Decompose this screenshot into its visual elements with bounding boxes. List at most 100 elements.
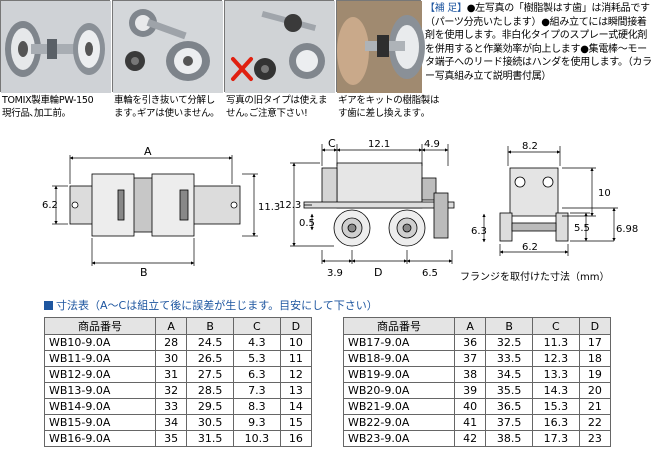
column-header: A (453, 317, 487, 335)
product-code-cell: WB14-9.0A (44, 398, 156, 415)
product-code-cell: WB12-9.0A (44, 366, 156, 383)
dimension-cell: 15 (279, 414, 313, 431)
dimension-cell: 29.5 (186, 398, 234, 415)
photo-gear-replacement (336, 0, 425, 93)
table-header-row: 商品番号 A B C D (343, 317, 612, 335)
dimension-cell: 7.3 (232, 382, 281, 399)
cross-mark-icon (231, 57, 253, 81)
dimension-cell: 11 (279, 350, 313, 367)
dimension-cell: 4.3 (232, 334, 281, 351)
product-code-cell: WB10-9.0A (44, 334, 156, 351)
dimension-cell: 11.3 (531, 334, 580, 351)
dimension-cell: 13.3 (531, 366, 580, 383)
dimension-cell: 42 (453, 430, 487, 447)
column-header: C (232, 317, 281, 335)
side-view (303, 162, 455, 247)
dimension-diagram: A B 6.2 11.3 C 12.1 (42, 137, 638, 283)
dim-6-98: 6.98 (616, 224, 638, 235)
dimension-cell: 30.5 (186, 414, 234, 431)
dimension-cell: 14.3 (531, 382, 580, 399)
dimension-cell: 8.3 (232, 398, 281, 415)
top-view (69, 173, 241, 237)
photo-old-type-warning (224, 0, 335, 93)
dimension-cell: 38 (453, 366, 487, 383)
square-bullet-icon (44, 301, 53, 310)
product-code-cell: WB16-9.0A (44, 430, 156, 447)
dim-5-5: 5.5 (574, 223, 590, 234)
dimension-cell: 34.5 (485, 366, 533, 383)
product-code-cell: WB13-9.0A (44, 382, 156, 399)
product-code-cell: WB20-9.0A (343, 382, 455, 399)
dimension-cell: 16 (279, 430, 313, 447)
column-header: B (186, 317, 234, 335)
dimension-cell: 10.3 (232, 430, 281, 447)
dimension-cell: 13 (279, 382, 313, 399)
table-header-row: 商品番号 A B C D (44, 317, 313, 335)
dimension-cell: 26.5 (186, 350, 234, 367)
dimension-cell: 34 (154, 414, 188, 431)
dim-11-3: 11.3 (258, 202, 280, 213)
dim-6-3: 6.3 (471, 226, 487, 237)
column-header: 商品番号 (343, 317, 455, 335)
dim-0-5: 0.5 (299, 218, 315, 229)
product-code-cell: WB18-9.0A (343, 350, 455, 367)
dimension-cell: 33 (154, 398, 188, 415)
dimension-cell: 15.3 (531, 398, 580, 415)
dimension-cell: 41 (453, 414, 487, 431)
dimension-cell: 5.3 (232, 350, 281, 367)
dimension-cell: 37.5 (485, 414, 533, 431)
dimension-cell: 23 (578, 430, 612, 447)
product-code-cell: WB21-9.0A (343, 398, 455, 415)
dimension-cell: 21 (578, 398, 612, 415)
dimension-cell: 9.3 (232, 414, 281, 431)
dimension-cell: 38.5 (485, 430, 533, 447)
photo-wheelset-assembled (0, 0, 111, 93)
column-header: D (279, 317, 313, 335)
dimension-cell: 24.5 (186, 334, 234, 351)
caption-line: ます｡ギアは使いません｡ (114, 108, 215, 119)
dim-6-2-right: 6.2 (522, 242, 538, 253)
dim-label-a: A (144, 145, 152, 158)
flange-note: フランジを取付けた寸法（mm） (460, 270, 609, 283)
product-code-cell: WB22-9.0A (343, 414, 455, 431)
dimension-cell: 17.3 (531, 430, 580, 447)
dimension-cell: 30 (154, 350, 188, 367)
caption-line: 車輪を引き抜いて分解し (114, 95, 215, 106)
dimension-cell: 32 (154, 382, 188, 399)
dim-10: 10 (598, 188, 611, 199)
dimension-cell: 12.3 (531, 350, 580, 367)
caption-line: ギアをキットの樹脂製は (338, 95, 440, 106)
dimension-cell: 35.5 (485, 382, 533, 399)
dim-6-2-left: 6.2 (42, 200, 58, 211)
dim-label-c: C (328, 137, 336, 150)
dimension-cell: 28 (154, 334, 188, 351)
caption-line: せん｡ご注意下さい! (226, 108, 308, 119)
product-code-cell: WB17-9.0A (343, 334, 455, 351)
caption-line: 現行品､加工前｡ (2, 108, 67, 119)
note-text: ●左写真の「樹脂製はす歯」は消耗品です（パーツ分売いたします）●組み立てには瞬間… (425, 3, 652, 82)
supplementary-note: 【補 足】●左写真の「樹脂製はす歯」は消耗品です（パーツ分売いたします）●組み立… (425, 2, 653, 84)
dimension-cell: 32.5 (485, 334, 533, 351)
product-code-cell: WB11-9.0A (44, 350, 156, 367)
dimension-cell: 36.5 (485, 398, 533, 415)
dim-label-b: B (140, 266, 148, 279)
dimension-cell: 33.5 (485, 350, 533, 367)
product-code-cell: WB15-9.0A (44, 414, 156, 431)
dimension-cell: 18 (578, 350, 612, 367)
note-label: 【補 足】 (425, 3, 467, 14)
dimension-cell: 31.5 (186, 430, 234, 447)
dimension-cell: 17 (578, 334, 612, 351)
legend-text: 寸法表（A～Cは組立て後に誤差が生じます。目安にして下さい） (56, 299, 378, 312)
dim-8-2: 8.2 (522, 141, 538, 152)
dimension-cell: 22 (578, 414, 612, 431)
